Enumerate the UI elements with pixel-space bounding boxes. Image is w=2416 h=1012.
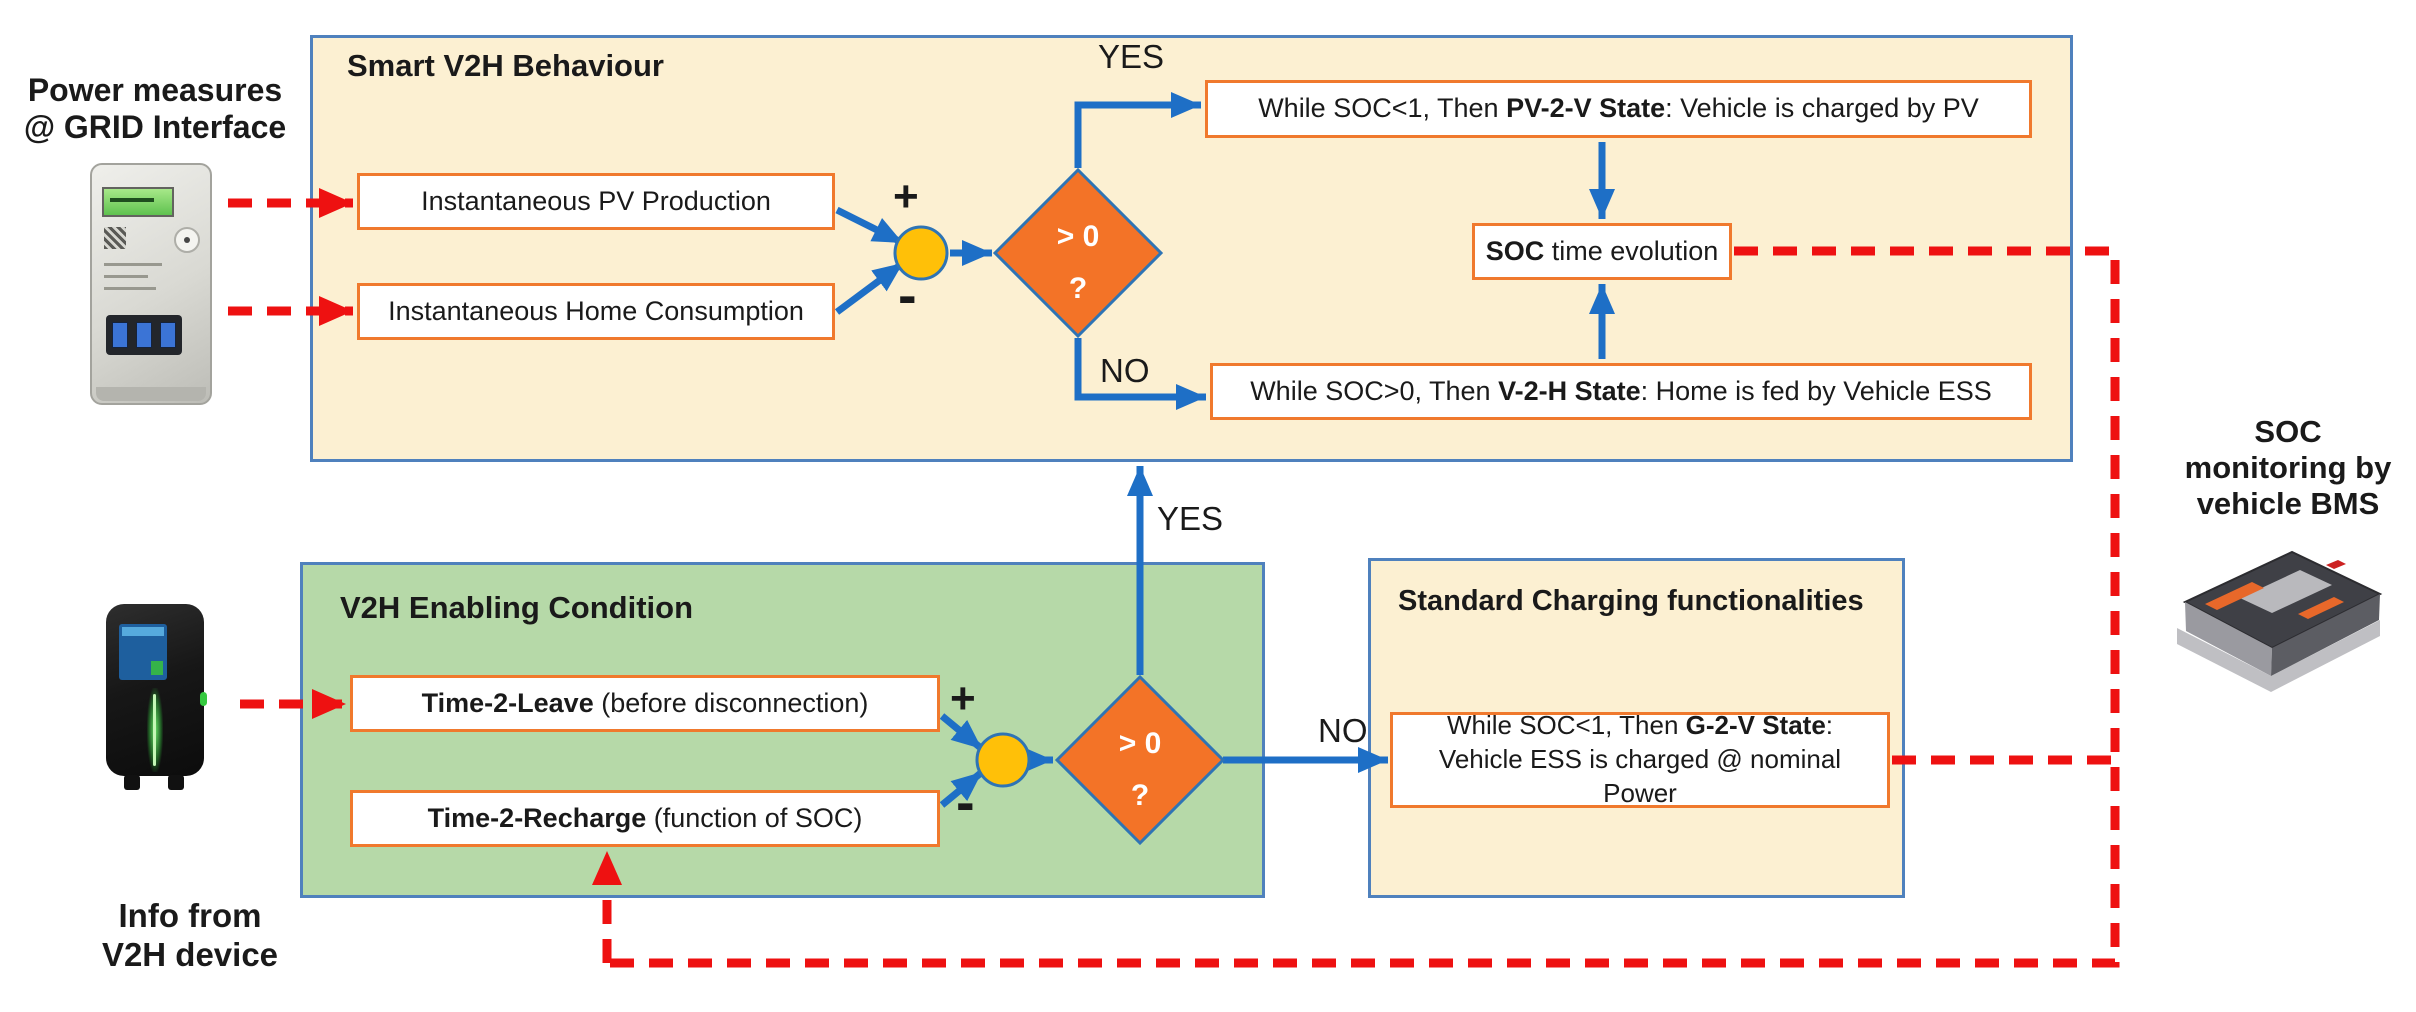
t2l-text-post: (before disconnection) (593, 687, 869, 718)
sum-plus-top: + (893, 172, 919, 221)
g2v-state-box: While SOC<1, Then G-2-V State: Vehicle E… (1390, 709, 1890, 810)
decision-top-text-line2: ? (1069, 272, 1087, 305)
pv-production-box: Instantaneous PV Production (357, 173, 835, 230)
smart-meter-label-line (104, 263, 162, 266)
v2h-text-post: : Home is fed by Vehicle ESS (1640, 375, 1992, 406)
pv2v-state-box: While SOC<1, Then PV-2-V State: Vehicle … (1205, 80, 2032, 138)
ev-charger-foot (168, 775, 184, 790)
pv2v-state-label: While SOC<1, Then PV-2-V State: Vehicle … (1258, 91, 1979, 126)
ev-charger-image (106, 604, 207, 792)
sum-junction-bottom (975, 732, 1031, 788)
pv2v-text-bold: PV-2-V State (1506, 93, 1666, 124)
time-2-leave-label: Time-2-Leave (before disconnection) (422, 686, 869, 721)
smart-meter-lcd (102, 187, 174, 217)
smart-meter-base (96, 387, 206, 401)
soc-evolution-text-post: time evolution (1544, 235, 1719, 266)
t2l-text-bold: Time-2-Leave (421, 687, 594, 718)
smart-meter-label-line (104, 275, 148, 278)
soc-monitoring-line3: vehicle BMS (2196, 486, 2380, 521)
home-consumption-box: Instantaneous Home Consumption (357, 283, 835, 340)
standard-charging-title: Standard Charging functionalities (1398, 585, 1864, 617)
power-measures-line1: Power measures (27, 72, 283, 108)
t2r-to-sum-arrow (939, 769, 985, 808)
soc-evolution-text-bold: SOC (1485, 235, 1545, 266)
no-label-bottom: NO (1318, 712, 1368, 749)
battery-pack-image (2177, 550, 2383, 692)
smart-v2h-title: Smart V2H Behaviour (347, 48, 664, 83)
decision1-yes-arrow (1074, 92, 1201, 168)
smart-meter-label-line (104, 287, 156, 290)
v2h-state-box: While SOC>0, Then V-2-H State: Home is f… (1210, 363, 2032, 420)
ev-charger-foot (124, 775, 140, 790)
info-line1: Info from (118, 897, 262, 934)
decision-diamond-top (992, 167, 1164, 339)
v2h-state-label: While SOC>0, Then V-2-H State: Home is f… (1250, 374, 1992, 409)
time-2-leave-box: Time-2-Leave (before disconnection) (350, 675, 940, 732)
soc-monitoring-line2: monitoring by (2184, 450, 2392, 485)
sum-minus-top: - (898, 263, 917, 326)
v2h-text-pre: While SOC>0, Then (1250, 375, 1499, 406)
soc-time-evolution-box: SOC time evolution (1472, 223, 1732, 280)
decision-top-text-line1: > 0 (1057, 220, 1100, 253)
smart-meter-terminals (106, 315, 182, 355)
enabling-condition-title: V2H Enabling Condition (340, 590, 694, 625)
g2v-text-bold: G-2-V State (1685, 710, 1826, 741)
sum-plus-bottom: + (950, 674, 976, 723)
home-to-sum-arrow (834, 260, 906, 315)
decision-diamond-bottom (1054, 674, 1226, 846)
info-line2: V2H device (101, 936, 279, 973)
v2h-text-bold: V-2-H State (1498, 375, 1641, 406)
t2l-to-sum-arrow (939, 713, 985, 752)
t2r-text-bold: Time-2-Recharge (427, 802, 647, 833)
smart-meter-qr-code (104, 227, 126, 249)
t2r-text-post: (function of SOC) (646, 802, 863, 833)
time-2-recharge-label: Time-2-Recharge (function of SOC) (428, 801, 863, 836)
soc-monitoring-caption: SOC monitoring by vehicle BMS (2160, 414, 2416, 522)
decision-bottom-text-line2: ? (1131, 779, 1149, 812)
pv2v-text-pre: While SOC<1, Then (1258, 93, 1507, 124)
g2v-text-pre: While SOC<1, Then (1446, 710, 1686, 741)
soc-feedback-dashed-path (607, 246, 2120, 968)
ev-charger-led-glow (147, 688, 163, 772)
sum-minus-bottom: - (956, 770, 975, 833)
power-measures-caption: Power measures @ GRID Interface (5, 72, 305, 146)
info-from-v2h-caption: Info from V2H device (60, 896, 320, 974)
pv-to-sum-arrow (835, 206, 905, 247)
g2v-state-label: While SOC<1, Then G-2-V State: Vehicle E… (1403, 709, 1877, 810)
ev-charger-side-led (200, 692, 207, 706)
blue-flow-arrows (834, 92, 1615, 808)
sum-junction-top (893, 225, 949, 281)
pv-production-label: Instantaneous PV Production (421, 185, 771, 216)
power-measures-line2: @ GRID Interface (23, 109, 287, 145)
yes-label-top: YES (1098, 38, 1165, 75)
g2v-text-post: : Vehicle ESS is charged @ nominal Power (1438, 710, 1842, 808)
smart-meter-image (90, 163, 212, 405)
no-label-top: NO (1100, 352, 1150, 389)
yes-label-bottom: YES (1157, 500, 1224, 537)
ev-charger-screen (119, 624, 167, 680)
time-2-recharge-box: Time-2-Recharge (function of SOC) (350, 790, 940, 847)
home-consumption-label: Instantaneous Home Consumption (388, 295, 804, 326)
pv2v-text-post: : Vehicle is charged by PV (1665, 93, 1979, 124)
smart-meter-dial (174, 227, 200, 253)
decision1-no-arrow (1074, 338, 1206, 410)
red-dashed-links (228, 188, 2120, 968)
soc-time-evolution-label: SOC time evolution (1486, 234, 1719, 269)
soc-monitoring-line1: SOC (2254, 414, 2322, 449)
decision-bottom-text-line1: > 0 (1119, 727, 1162, 760)
